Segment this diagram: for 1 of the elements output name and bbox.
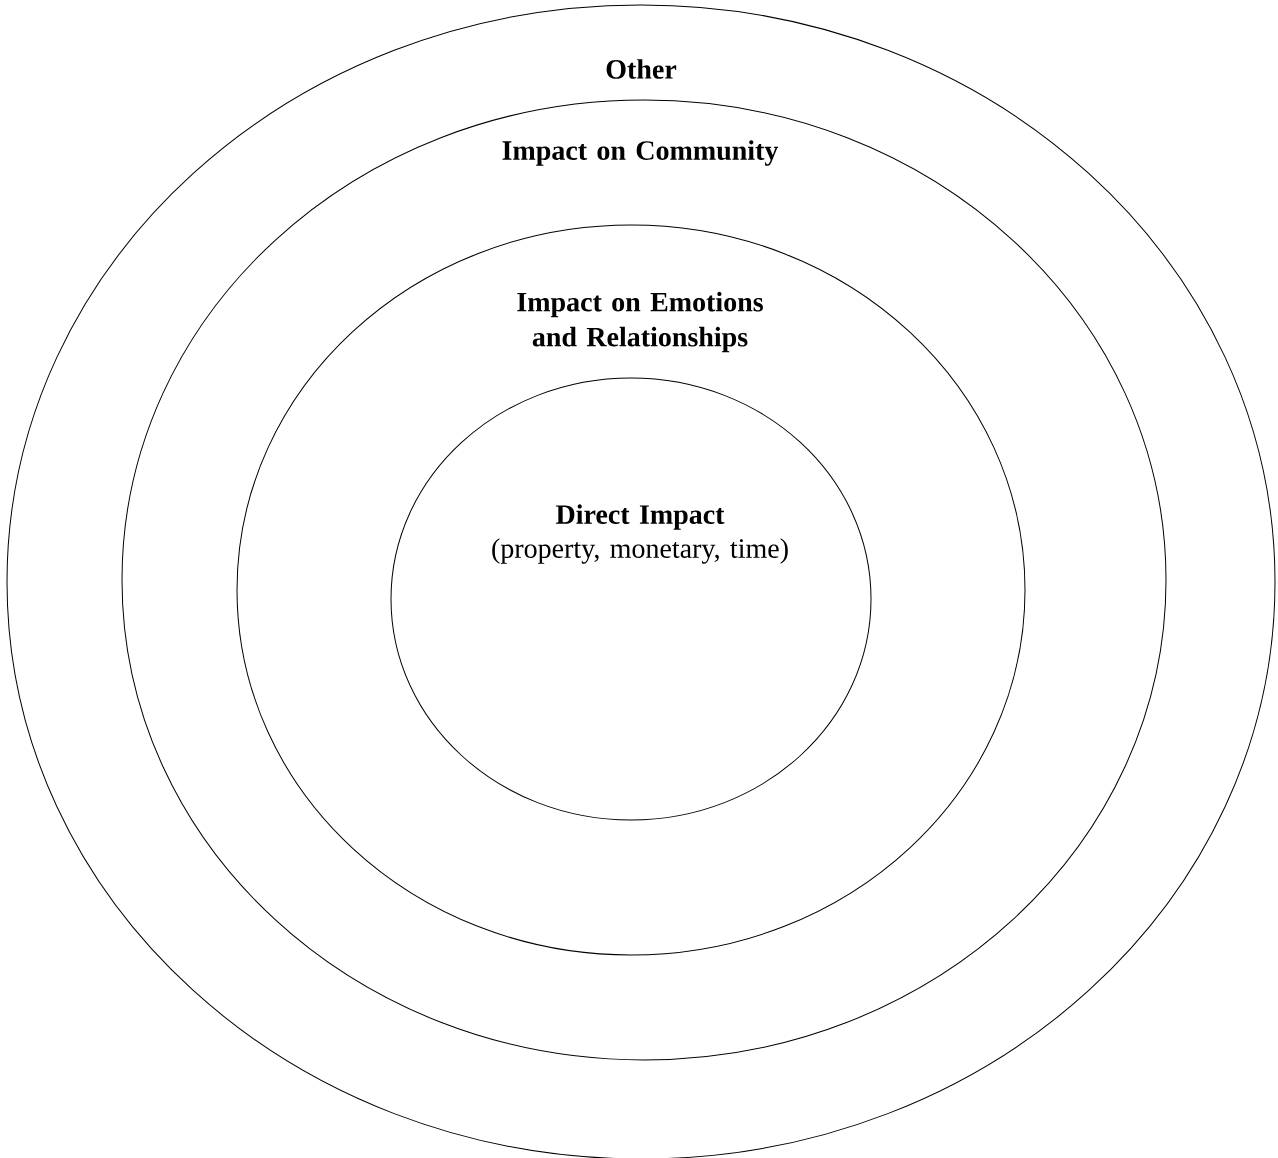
- ellipse-ring: Direct Impact (property, monetary, time): [390, 377, 872, 821]
